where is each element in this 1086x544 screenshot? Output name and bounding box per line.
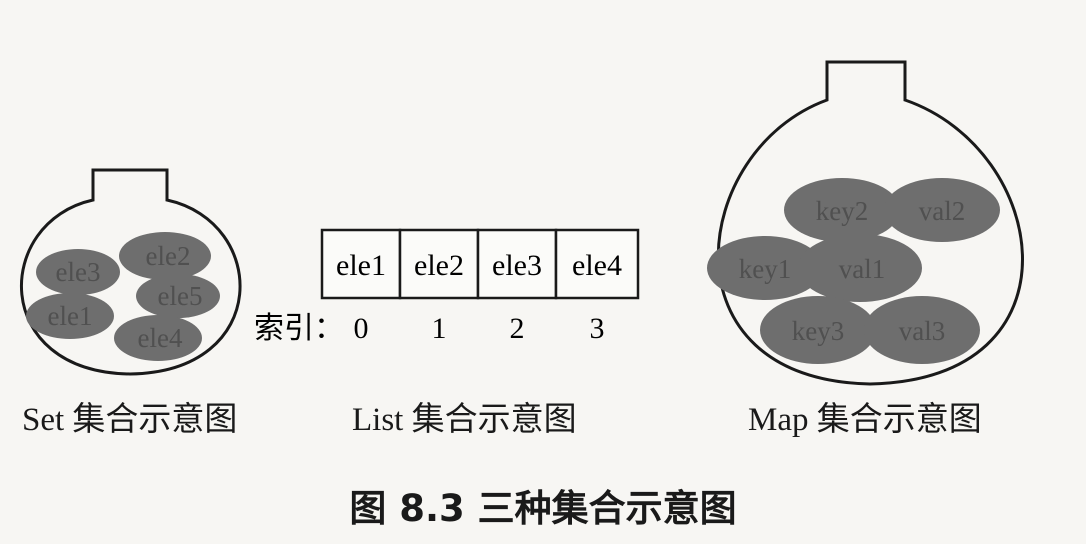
map-key-label: key2 [816,196,868,226]
list-array: ele1 ele2 ele3 ele4 索引： 0 1 2 3 [254,228,640,345]
map-value-label: val2 [919,196,966,226]
map-value-label: val1 [839,254,886,284]
list-index-label: 索引： [254,312,344,345]
map-entry: key1 val1 [707,234,922,302]
map-value-label: val3 [899,316,946,346]
map-jar: key2 val2 key1 val1 key3 val3 [707,60,1024,386]
map-jar-outline [716,60,1024,386]
set-jar-outline [20,168,242,376]
list-index-value: 0 [354,312,369,345]
list-cell [554,228,640,300]
set-element-label: ele2 [146,241,191,271]
list-cell [398,228,480,300]
set-element-label: ele5 [158,281,203,311]
map-entry: key3 val3 [760,296,980,364]
set-element-blob: ele4 [114,315,202,361]
map-caption: Map 集合示意图 [748,402,982,438]
list-cell-label: ele2 [414,249,464,282]
map-key-label: key3 [792,316,844,346]
list-caption: List 集合示意图 [352,402,577,438]
list-cell-label: ele3 [492,249,542,282]
list-index-value: 1 [432,312,447,345]
list-index-value: 3 [590,312,605,345]
set-caption: Set 集合示意图 [22,402,238,438]
map-key-label: key1 [739,254,791,284]
set-element-blob: ele3 [36,249,120,295]
set-element-blob: ele1 [26,293,114,339]
list-cell-label: ele1 [336,249,386,282]
set-element-blob: ele5 [136,274,220,318]
set-element-label: ele1 [48,301,93,331]
list-index-value: 2 [510,312,525,345]
map-entry: key2 val2 [784,178,1000,242]
set-element-blob: ele2 [119,232,211,280]
figure-caption: 图 8.3 三种集合示意图 [349,487,737,530]
list-cell-label: ele4 [572,249,622,282]
set-jar: ele3 ele2 ele5 ele1 ele4 [20,168,242,376]
set-element-label: ele3 [56,257,101,287]
set-element-label: ele4 [138,323,183,353]
